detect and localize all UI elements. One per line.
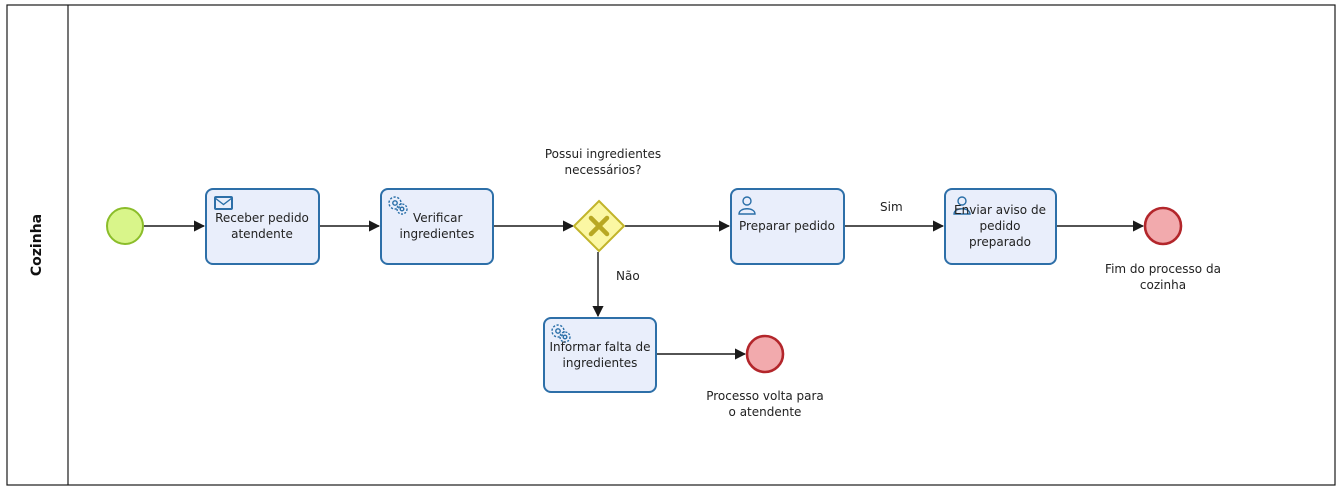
task-label-line2: ingredientes — [400, 227, 475, 241]
task-label-line2: atendente — [231, 227, 293, 241]
end-event-label-line1: Fim do processo da — [1105, 262, 1221, 276]
end-event-circle — [745, 334, 785, 374]
task-label-line2: ingredientes — [563, 356, 638, 370]
task-box — [380, 188, 494, 265]
sequence-flows: Sim Não — [144, 200, 1145, 360]
user-icon — [738, 196, 756, 215]
task-label-line1: Enviar aviso de — [954, 203, 1046, 217]
end-event-label-line1: Processo volta para — [706, 389, 824, 403]
gear-icon — [388, 196, 408, 215]
lane-title: Cozinha — [29, 214, 45, 276]
end-event-circle — [1143, 206, 1183, 246]
task-receber-pedido[interactable]: Receber pedido atendente — [205, 188, 320, 265]
task-box — [205, 188, 320, 265]
task-box — [944, 188, 1057, 265]
task-preparar-pedido[interactable]: Preparar pedido — [730, 188, 845, 265]
task-label-line3: preparado — [969, 235, 1031, 249]
end-event-label-line2: cozinha — [1140, 278, 1186, 292]
task-label-line1: Informar falta de — [549, 340, 650, 354]
exclusive-gateway[interactable]: Possui ingredientes necessários? — [545, 147, 661, 253]
end-event-atendente[interactable]: Processo volta para o atendente — [706, 334, 824, 419]
user-icon — [953, 196, 971, 215]
gateway-label-line2: necessários? — [564, 163, 641, 177]
start-event[interactable] — [106, 207, 144, 245]
x-icon — [588, 215, 610, 237]
task-label-line2: pedido — [980, 219, 1021, 233]
task-enviar-aviso[interactable]: Enviar aviso de pedido preparado — [944, 188, 1057, 265]
task-label-line1: Preparar pedido — [739, 219, 835, 233]
task-verificar-ingredientes[interactable]: Verificar ingredientes — [380, 188, 494, 265]
task-box — [730, 188, 845, 265]
flow-label-sim: Sim — [880, 200, 903, 214]
end-event-label-line2: o atendente — [729, 405, 802, 419]
gear-icon — [551, 324, 571, 343]
gateway-label-line1: Possui ingredientes — [545, 147, 661, 161]
task-label-line1: Receber pedido — [215, 211, 309, 225]
flow-label-nao: Não — [616, 269, 640, 283]
task-informar-falta[interactable]: Informar falta de ingredientes — [543, 317, 657, 393]
task-box — [543, 317, 657, 393]
envelope-icon — [214, 196, 233, 210]
end-event-cozinha[interactable]: Fim do processo da cozinha — [1105, 206, 1221, 292]
task-label-line1: Verificar — [413, 211, 462, 225]
